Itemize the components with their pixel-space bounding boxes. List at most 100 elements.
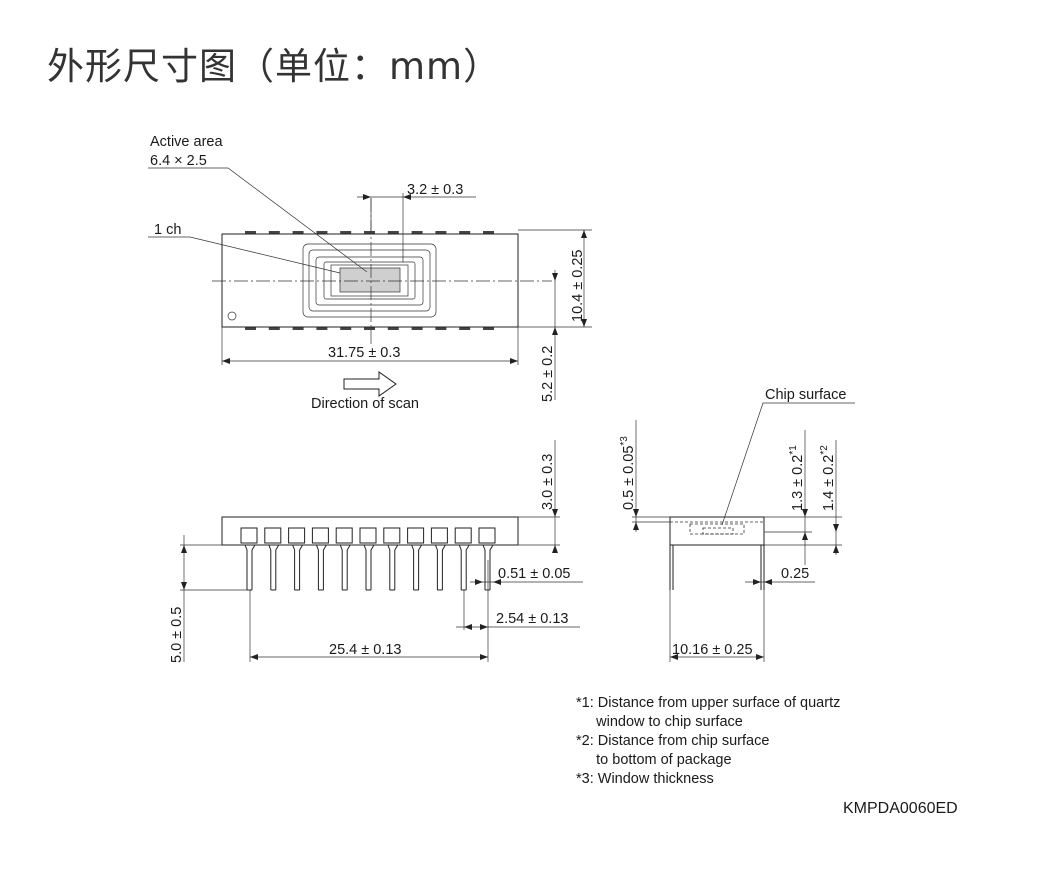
row-spacing-arrow-left [670,654,678,660]
window-to-chip-arrow-bottom [802,532,808,540]
first-channel-label: 1 ch [154,222,181,238]
lead-shoulder [383,527,401,544]
lead-shoulder [288,527,306,544]
front-view: 3.0 ± 0.3 0.51 ± 0.05 2.54 ± 0.13 25.4 ±… [169,440,583,663]
pin1-index-mark [227,311,237,321]
package-body-front-view [221,516,519,546]
lead-pin [434,544,446,591]
lead-pitch-label: 2.54 ± 0.13 [496,611,568,627]
lead-stub-bottom [411,327,423,330]
package-height-label: 3.0 ± 0.3 [540,454,556,510]
side-view: Chip surface 0.5 ± 0.05*3 1.3 ± 0.2*1 1.… [619,387,855,662]
window-frame-outer [302,243,437,318]
lead-stub-top [364,231,375,234]
lead-stub-top [340,231,352,234]
lead-stub-bottom [340,327,352,330]
window-thickness-label: 0.5 ± 0.05*3 [619,436,637,510]
lead-length-arrow-top [181,545,187,553]
lead-stub-bottom [364,327,375,330]
footnote-2: *2: Distance from chip surface [576,733,770,749]
width-arrow-top [581,230,587,238]
lead-stub-bottom [435,327,447,330]
lead-stub-top [483,231,494,234]
scan-direction-label: Direction of scan [311,396,419,412]
chip-to-bottom-value: 1.4 ± 0.2 [821,455,837,511]
lead-stub-bottom [316,327,328,330]
scan-direction-arrow [343,371,397,397]
lead-pin [387,544,399,591]
footnote-3: *3: Window thickness [576,771,714,787]
chip-surface-label: Chip surface [765,387,846,403]
lead-pin [458,544,470,591]
lead-shoulder [478,527,496,544]
lead-shoulder [454,527,472,544]
window-frame-middle [308,249,431,312]
window-to-chip-value: 1.3 ± 0.2 [790,455,806,511]
lead-shoulder [359,527,377,544]
page-title: 外形尺寸图（单位：mm） [47,45,502,88]
window-thickness-note: *3 [619,436,630,446]
lead-pin [363,544,375,591]
package-body-top-view [221,233,519,328]
lead-stub-top [268,231,280,234]
window-to-chip-note: *1 [788,445,799,455]
active-area-label-line1: Active area [150,134,223,150]
lead-stub-bottom [459,327,471,330]
lead-length-arrow-bottom [181,582,187,590]
lead-pin [268,544,280,591]
pitch-arrow-left [464,624,472,630]
active-area-leader [148,167,368,273]
lead-width-arrow-left [475,579,483,585]
pitch-arrow-right [480,624,488,630]
lead-shoulder [264,527,282,544]
chip-to-bottom-label: 1.4 ± 0.2*2 [819,445,837,511]
footnote-1: *1: Distance from upper surface of quart… [576,695,841,711]
lead-pin [411,544,423,591]
window-width-arrow-right [403,194,411,200]
lead-pin [244,544,256,591]
lead-stub-top [316,231,328,234]
lead-width-arrow-right [493,579,501,585]
lead-stub-bottom [245,327,256,330]
lead-stub-top [387,231,399,234]
package-body-side-view [669,516,765,546]
lead-pin [292,544,304,591]
chip-surface-leader [721,402,855,526]
active-area-label-line2: 6.4 × 2.5 [150,153,207,169]
window-thickness-value: 0.5 ± 0.05 [621,446,637,510]
lead-span-label: 25.4 ± 0.13 [329,642,401,658]
chip-to-bottom-arrow-bottom [833,545,839,553]
window-width-label: 3.2 ± 0.3 [407,182,463,198]
lead-stub-bottom [268,327,280,330]
lead-thickness-arrow-right [764,579,772,585]
leads [240,527,496,591]
window-frame-chip [323,261,416,300]
lead-pin [482,544,494,591]
lead-length-label: 5.0 ± 0.5 [169,607,185,663]
lead-pin [339,544,351,591]
window-width-arrow-left [363,194,371,200]
chip-side [702,527,734,535]
lead-thickness-arrow-left [753,579,761,585]
span-arrow-left [250,654,258,660]
lead-stub-top [245,231,256,234]
lead-stub-top [292,231,304,234]
lead-shoulder [335,527,353,544]
lead-stub-top [411,231,423,234]
lead-thickness-label: 0.25 [781,566,809,582]
width-arrow-bottom [581,319,587,327]
length-arrow-right [510,358,518,364]
window-to-chip-label: 1.3 ± 0.2*1 [788,445,806,511]
top-view: Active area 6.4 × 2.5 1 ch 3.2 ± 0.3 31.… [148,134,592,412]
lead-stub-bottom [292,327,304,330]
length-arrow-left [222,358,230,364]
lead-stub-top [435,231,447,234]
package-width-label: 10.4 ± 0.25 [570,250,586,322]
active-area [339,267,401,293]
first-channel-leader [148,236,341,274]
lead-shoulder [430,527,448,544]
footnotes: *1: Distance from upper surface of quart… [576,694,840,789]
chip-outline [330,264,409,297]
chip-to-bottom-arrow-top [833,524,839,532]
